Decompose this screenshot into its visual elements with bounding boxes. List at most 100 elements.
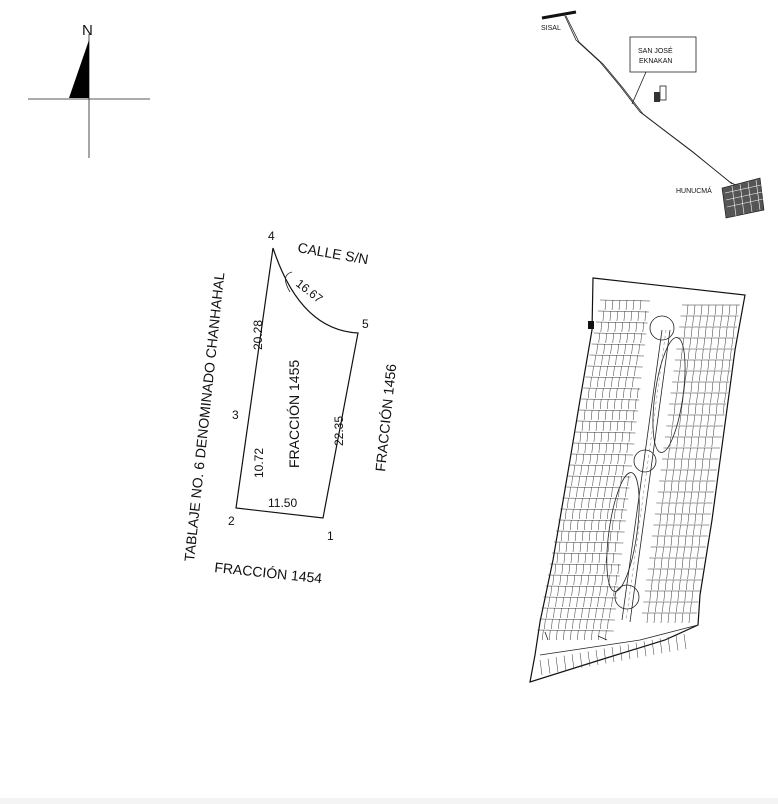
lot-line: [690, 546, 692, 558]
lot-line: [675, 635, 679, 651]
lot-line: [579, 541, 582, 553]
lot-line: [593, 618, 595, 630]
lot-line: [682, 447, 684, 459]
lot-line: [703, 392, 705, 404]
lot-line: [580, 574, 582, 586]
lot-line: [681, 348, 683, 360]
lot-line: [584, 552, 587, 564]
lot-line: [697, 436, 700, 448]
lot-line: [714, 359, 717, 371]
lot-line: [585, 475, 587, 487]
lot-line: [549, 629, 551, 641]
lot-line: [616, 310, 619, 322]
lot-line: [731, 337, 733, 349]
lot-line: [702, 348, 704, 360]
lot-line: [673, 513, 676, 525]
lot-line: [618, 299, 621, 311]
lot-line: [539, 618, 615, 621]
lot-line: [549, 563, 621, 566]
lot-line: [679, 414, 681, 426]
lot-line: [689, 502, 691, 514]
roundabout-north: [649, 315, 675, 341]
lot-line: [635, 642, 639, 658]
lot-line: [577, 442, 580, 454]
lot-line: [676, 601, 678, 613]
lot-line: [691, 535, 694, 547]
lot-line: [660, 557, 663, 569]
lot-line: [630, 420, 633, 432]
lot-line: [697, 491, 699, 503]
lot-line: [684, 590, 687, 602]
lot-line: [614, 508, 616, 520]
lot-line: [569, 596, 571, 608]
lot-line: [609, 387, 611, 399]
arc-marker: [285, 271, 293, 293]
san-jose-box: [629, 36, 697, 73]
lot-line: [724, 337, 726, 349]
roundabout-center: [633, 449, 657, 473]
lot-line: [587, 464, 589, 476]
lot-line: [598, 332, 600, 344]
lot-line: [695, 348, 697, 360]
lot-line: [715, 403, 718, 415]
lot-line: [601, 574, 603, 586]
lot-line: [676, 491, 678, 503]
lot-line: [592, 398, 595, 410]
lot-line: [607, 541, 610, 553]
lot-line: [711, 381, 714, 393]
lot-line: [619, 332, 621, 344]
lot-line: [627, 644, 631, 660]
lot-line: [624, 453, 626, 465]
lot-line: [677, 590, 680, 602]
lot-line: [594, 464, 596, 476]
lot-line: [586, 541, 589, 553]
lot-line: [651, 579, 653, 591]
lot-line: [618, 486, 620, 498]
lot-line: [592, 365, 594, 377]
lot-line: [595, 387, 597, 399]
lot-line: [610, 563, 613, 575]
lot-line: [700, 304, 703, 316]
lot-line: [597, 409, 600, 421]
lot-line: [635, 321, 638, 333]
lot-line: [614, 541, 617, 553]
lot-line: [677, 480, 680, 492]
lot-line: [577, 420, 637, 423]
lot-line: [709, 348, 711, 360]
lot-line: [603, 563, 606, 575]
lot-line: [671, 425, 673, 437]
lot-line: [663, 535, 666, 547]
lot-line: [607, 431, 610, 443]
sisal-coast: [541, 10, 577, 20]
lot-line: [673, 568, 675, 580]
lot-line: [573, 464, 575, 476]
lot-line: [691, 590, 694, 602]
lot-line: [685, 315, 687, 327]
lot-line: [710, 447, 712, 459]
lot-line: [686, 524, 688, 536]
lot-line: [595, 321, 648, 324]
lot-line: [596, 343, 598, 355]
south-access-road: [539, 624, 699, 656]
lot-line: [727, 370, 729, 382]
lot-line: [678, 425, 680, 437]
lot-line: [678, 370, 680, 382]
lot-line: [691, 480, 694, 492]
lot-line: [588, 530, 591, 542]
lot-line: [563, 655, 567, 671]
lot-line: [595, 420, 598, 432]
lot-line: [617, 343, 619, 355]
lot-line: [607, 321, 610, 333]
lot-line: [617, 563, 620, 575]
lot-line: [623, 497, 625, 509]
neighbor-east: FRACCIÓN 1456: [372, 363, 399, 472]
lot-line: [627, 365, 629, 377]
lot-line: [690, 491, 692, 503]
lot-line: [561, 563, 564, 575]
lot-line: [611, 647, 615, 663]
lot-line: [585, 376, 642, 379]
lot-line: [560, 607, 562, 619]
lot-line: [730, 348, 732, 360]
lot-line: [601, 354, 603, 366]
lot-line: [659, 568, 661, 580]
